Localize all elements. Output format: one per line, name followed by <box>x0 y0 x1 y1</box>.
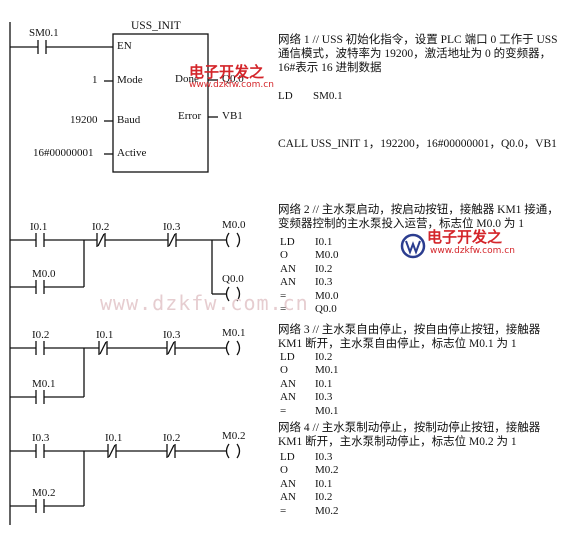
il-op: = <box>280 289 287 302</box>
il-arg: I0.3 <box>315 276 333 289</box>
error-output: VB1 <box>222 110 243 122</box>
il-arg: I0.1 <box>315 477 333 490</box>
il-op: LD <box>280 451 295 463</box>
il-op: = <box>280 504 287 517</box>
n2-coil-2: Q0.0 <box>222 273 244 285</box>
il-arg: I0.1 <box>315 236 333 248</box>
il-op: AN <box>280 377 296 390</box>
il-op: AN <box>280 491 296 504</box>
n2-contact-2: I0.2 <box>92 221 110 233</box>
n1-desc-line3: 16#表示 16 进制数据 <box>278 62 382 74</box>
n3-contact-2: I0.1 <box>96 329 114 341</box>
watermark-url-2: www.dzkfw.com.cn <box>430 246 515 256</box>
il-arg: M0.2 <box>315 504 339 517</box>
il-op: = <box>280 404 287 417</box>
il-arg: I0.3 <box>315 451 333 463</box>
il-arg: Q0.0 <box>315 303 337 315</box>
n2-parallel: M0.0 <box>32 268 56 280</box>
il-arg: M0.0 <box>315 249 339 262</box>
pin-en-label: EN <box>117 40 132 52</box>
watermark-url: www.dzkfw.com.cn <box>189 80 274 90</box>
il-op: AN <box>280 477 296 490</box>
uss-init-title: USS_INIT <box>131 20 181 32</box>
n4-contact-2: I0.1 <box>105 432 123 444</box>
n2-desc-line2: 变频器控制的主水泵投入运营，标志位 M0.0 为 1 <box>278 218 524 230</box>
n1-desc-line1: 网络 1 // USS 初始化指令，设置 PLC 端口 0 工作于 USS <box>278 34 558 46</box>
mode-value: 1 <box>92 74 98 86</box>
contact-sm01-label: SM0.1 <box>29 27 59 39</box>
il-op: O <box>280 464 288 477</box>
il-op: AN <box>280 262 296 275</box>
il-op: = <box>280 303 287 315</box>
n3-desc-line1: 网络 3 // 主水泵自由停止，按自由停止按钮，接触器 <box>278 324 541 336</box>
il-arg: I0.1 <box>315 377 333 390</box>
watermark-logo <box>400 233 426 259</box>
il-arg: I0.2 <box>315 351 333 363</box>
il-op: AN <box>280 276 296 289</box>
active-value: 16#00000001 <box>33 147 94 159</box>
done-output: Q0.0 <box>222 73 244 85</box>
n4-desc-line2: KM1 断开，主水泵制动停止，标志位 M0.2 为 1 <box>278 436 517 448</box>
uss-init-block <box>112 33 209 173</box>
il-arg: M0.2 <box>315 464 339 477</box>
n2-coil-1: M0.0 <box>222 219 246 231</box>
n2-desc-line1: 网络 2 // 主水泵启动，按启动按钮，接触器 KM1 接通， <box>278 204 559 216</box>
n1-desc-line2: 通信模式，波特率为 19200，激活地址为 0 的变频器， <box>278 48 552 60</box>
il-arg: M0.0 <box>315 289 339 302</box>
il-arg: I0.2 <box>315 262 333 275</box>
il-arg: I0.2 <box>315 491 333 504</box>
baud-value: 19200 <box>70 114 98 126</box>
pin-mode-label: Mode <box>117 74 143 86</box>
n4-coil: M0.2 <box>222 430 246 442</box>
n1-call-statement: CALL USS_INIT 1，192200，16#00000001，Q0.0，… <box>278 138 557 150</box>
pin-active-label: Active <box>117 147 147 159</box>
n3-contact-3: I0.3 <box>163 329 181 341</box>
n2-contact-3: I0.3 <box>163 221 181 233</box>
n3-contact-1: I0.2 <box>32 329 50 341</box>
il-op: O <box>280 249 288 262</box>
watermark-big-url: www.dzkfw.com.cn <box>100 291 309 315</box>
n4-contact-1: I0.3 <box>32 432 50 444</box>
n4-parallel: M0.2 <box>32 487 56 499</box>
n4-desc-line1: 网络 4 // 主水泵制动停止，按制动停止按钮，接触器 <box>278 422 541 434</box>
n1-il-op: LD <box>278 90 293 102</box>
watermark-brand: 电子开发之 <box>189 63 265 81</box>
n3-desc-line2: KM1 断开，主水泵自由停止，标志位 M0.1 为 1 <box>278 338 517 350</box>
il-op: LD <box>280 236 295 248</box>
il-arg: M0.1 <box>315 404 339 417</box>
il-arg: I0.3 <box>315 391 333 404</box>
il-op: AN <box>280 391 296 404</box>
pin-error-label: Error <box>178 110 202 122</box>
n3-parallel: M0.1 <box>32 378 56 390</box>
n4-contact-3: I0.2 <box>163 432 181 444</box>
n1-il-arg: SM0.1 <box>313 90 343 102</box>
pin-done-label: Done <box>175 73 199 85</box>
il-op: O <box>280 364 288 377</box>
il-arg: M0.1 <box>315 364 339 377</box>
n2-contact-1: I0.1 <box>30 221 48 233</box>
n3-coil: M0.1 <box>222 327 246 339</box>
il-op: LD <box>280 351 295 363</box>
pin-baud-label: Baud <box>117 114 141 126</box>
watermark-brand-2: 电子开发之 <box>427 228 503 246</box>
